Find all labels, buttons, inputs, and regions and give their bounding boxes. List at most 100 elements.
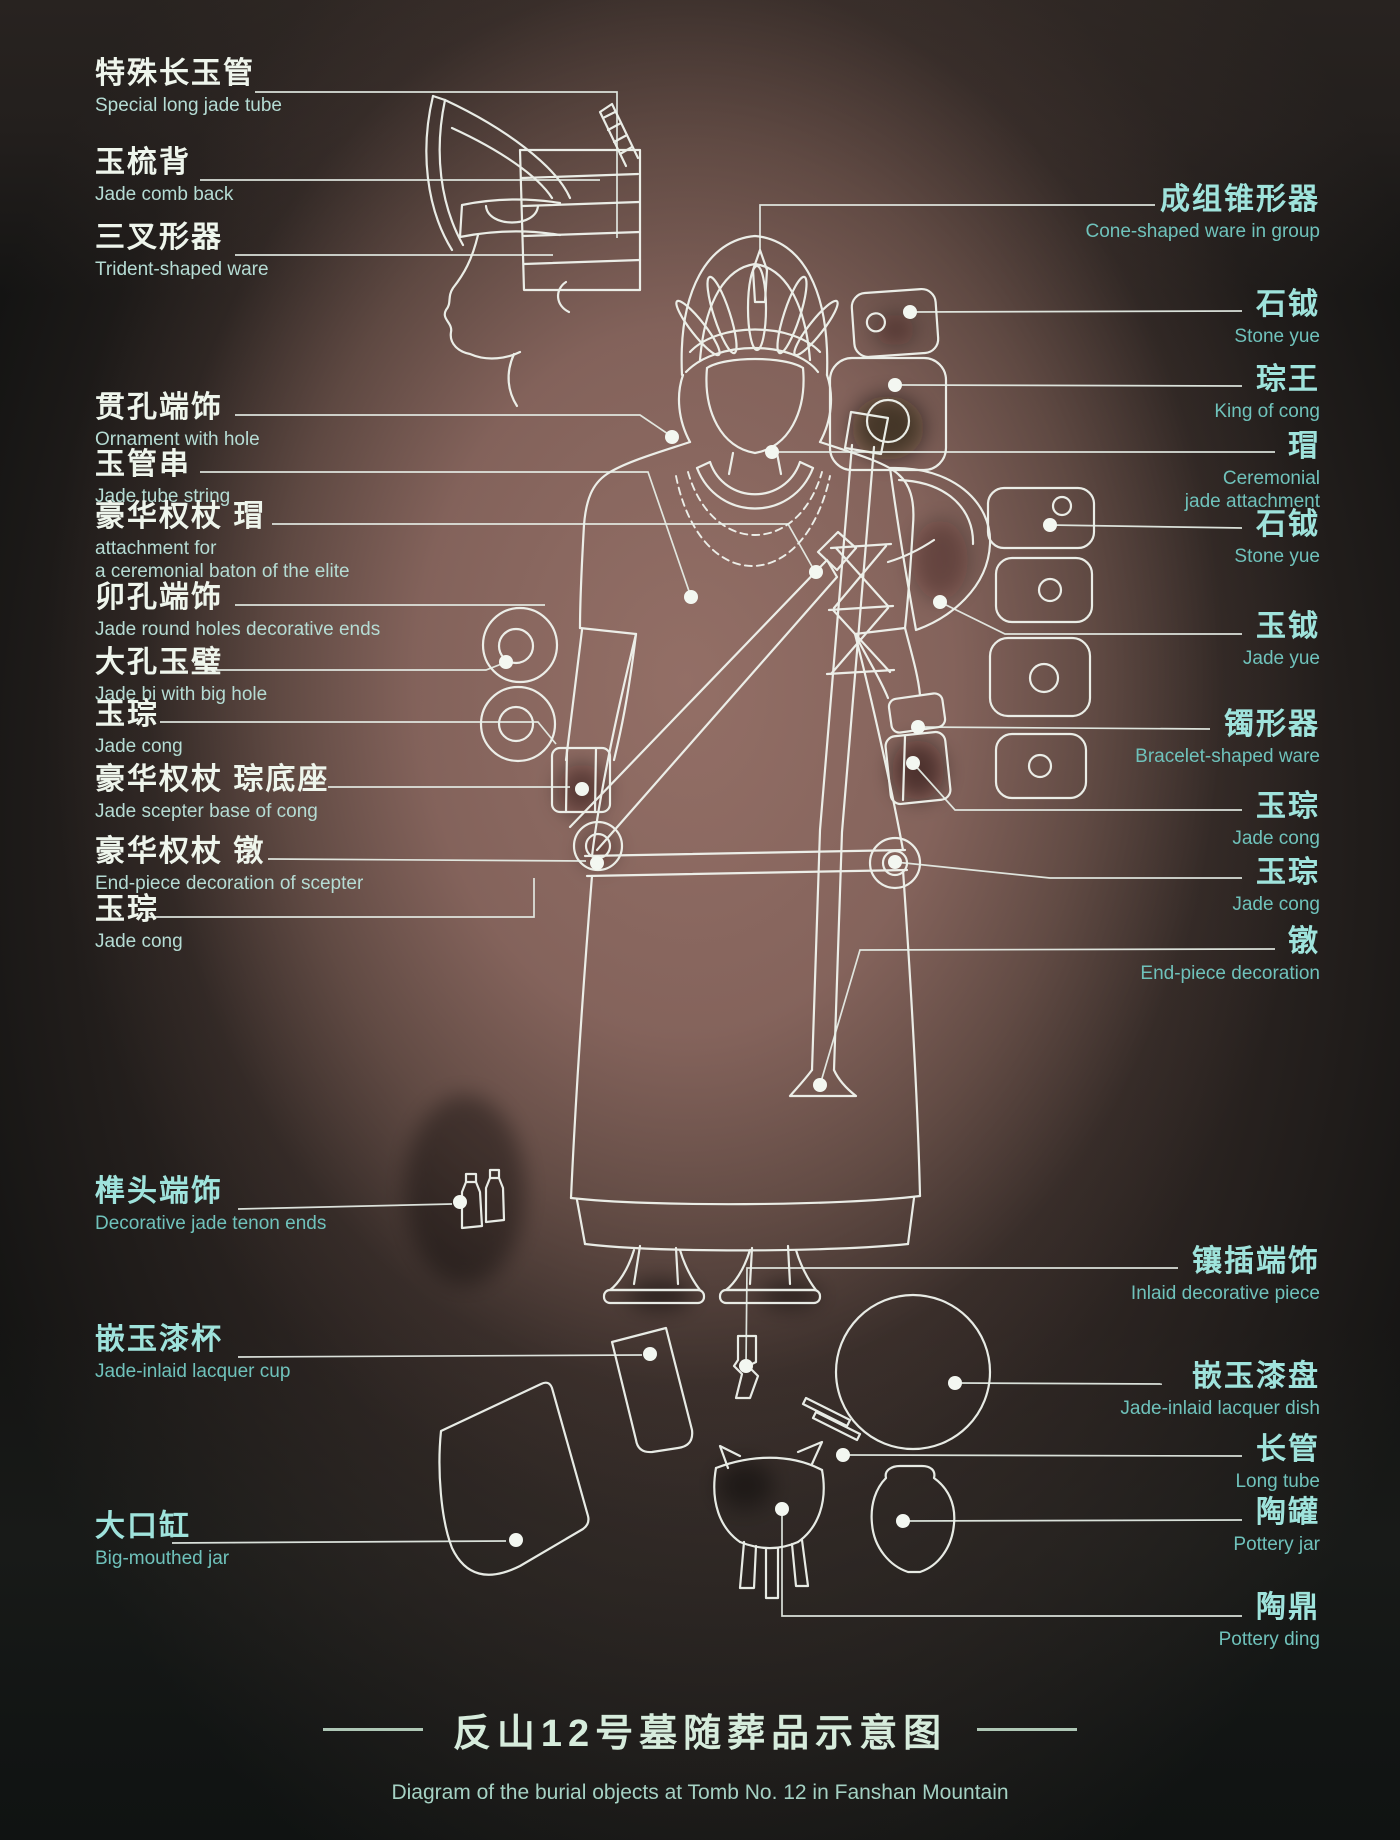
label-cn: 三叉形器 bbox=[95, 221, 223, 254]
label-en: Pottery jar bbox=[1233, 1533, 1320, 1555]
necklaces-drawing bbox=[675, 460, 831, 567]
label-en: Bracelet-shaped ware bbox=[1135, 745, 1320, 767]
label-cn: 玉琮 bbox=[1256, 790, 1320, 823]
label-en: Jade comb back bbox=[95, 183, 234, 205]
label-jade-cong-left-1: 玉琮 Jade cong bbox=[95, 698, 183, 758]
label-cn: 镶插端饰 bbox=[1192, 1245, 1320, 1278]
title-rule-right bbox=[977, 1728, 1078, 1731]
label-cn: 石钺 bbox=[1256, 508, 1320, 541]
label-jade-tube-string: 玉管串 Jade tube string bbox=[95, 448, 230, 508]
label-tenon-ends: 榫头端饰 Decorative jade tenon ends bbox=[95, 1175, 326, 1235]
label-cn: 玉琮 bbox=[1256, 856, 1320, 889]
label-en: King of cong bbox=[1214, 400, 1320, 422]
label-en: End-piece decoration of scepter bbox=[95, 872, 364, 894]
label-en: Big-mouthed jar bbox=[95, 1547, 230, 1569]
label-cn: 豪华权杖 镦 bbox=[95, 835, 266, 868]
label-cn: 玉琮 bbox=[95, 698, 159, 731]
label-cn: 嵌玉漆盘 bbox=[1192, 1360, 1320, 1393]
label-big-mouthed-jar: 大口缸 Big-mouthed jar bbox=[95, 1510, 229, 1570]
label-en: Pottery ding bbox=[1218, 1628, 1320, 1650]
figure-face-and-neck-drawing bbox=[677, 357, 833, 476]
title-en: Diagram of the burial objects at Tomb No… bbox=[391, 1781, 1009, 1804]
label-cn: 成组锥形器 bbox=[1160, 183, 1320, 216]
label-en: Ornament with hole bbox=[95, 428, 260, 450]
label-cn: 瑁 bbox=[1288, 430, 1320, 463]
label-stone-yue-2: 石钺 Stone yue bbox=[1234, 508, 1320, 568]
label-cn: 大口缸 bbox=[95, 1510, 191, 1543]
label-long-tube: 长管 Long tube bbox=[1235, 1433, 1320, 1493]
label-en: Cone-shaped ware in group bbox=[1085, 220, 1321, 242]
label-cone-shaped-ware-group: 成组锥形器 Cone-shaped ware in group bbox=[1086, 183, 1321, 243]
label-en: Decorative jade tenon ends bbox=[95, 1212, 327, 1234]
label-en: Jade cong bbox=[95, 735, 183, 757]
jade-yue-blade-icon bbox=[888, 466, 992, 632]
figure-body-drawing bbox=[564, 440, 922, 1305]
label-en: Jade cong bbox=[95, 930, 183, 952]
label-cn: 卯孔端饰 bbox=[95, 581, 223, 614]
label-stone-yue-1: 石钺 Stone yue bbox=[1234, 288, 1320, 348]
staff-with-yue-drawing bbox=[788, 410, 992, 1098]
label-en: Special long jade tube bbox=[95, 94, 282, 116]
label-cn: 陶鼎 bbox=[1256, 1591, 1320, 1624]
label-en: Stone yue bbox=[1234, 545, 1320, 567]
baton-mao-attachment-icon bbox=[816, 530, 858, 572]
inlaid-piece-drawing bbox=[732, 1334, 760, 1400]
label-pottery-jar: 陶罐 Pottery jar bbox=[1233, 1496, 1320, 1556]
figure-crown-drawing bbox=[675, 234, 839, 377]
label-en: Jade bi with big hole bbox=[95, 683, 268, 705]
label-en: Ceremonial jade attachment bbox=[1184, 467, 1320, 512]
label-en: Jade tube string bbox=[95, 485, 231, 507]
label-jade-cong-right-1: 玉琮 Jade cong bbox=[1232, 790, 1320, 850]
label-cn: 豪华权杖 瑁 bbox=[95, 500, 266, 533]
stain-blobs bbox=[405, 314, 968, 1509]
label-baton-attachment: 豪华权杖 瑁 attachment for a ceremonial baton … bbox=[95, 500, 350, 583]
label-cn: 镯形器 bbox=[1224, 708, 1320, 741]
label-cn: 长管 bbox=[1256, 1433, 1320, 1466]
label-en: Jade cong bbox=[1232, 827, 1320, 849]
label-ceremonial-jade-attachment: 瑁 Ceremonial jade attachment bbox=[1185, 430, 1320, 513]
stone-yue-near-head-drawing bbox=[850, 287, 940, 359]
label-en: Jade yue bbox=[1242, 647, 1320, 669]
label-cn: 榫头端饰 bbox=[95, 1175, 223, 1208]
label-en: Long tube bbox=[1235, 1470, 1320, 1492]
label-en: Trident-shaped ware bbox=[95, 258, 269, 280]
jade-bi-discs-drawing bbox=[479, 606, 559, 763]
title-cn: 反山12号墓随葬品示意图 bbox=[452, 1713, 948, 1755]
title-rule-left bbox=[322, 1728, 423, 1731]
label-bracelet-shaped-ware: 镯形器 Bracelet-shaped ware bbox=[1135, 708, 1320, 768]
label-cn: 玉管串 bbox=[95, 448, 191, 481]
label-cn: 大孔玉璧 bbox=[95, 646, 223, 679]
pottery-ding-drawing bbox=[713, 1440, 825, 1600]
label-pottery-ding: 陶鼎 Pottery ding bbox=[1219, 1591, 1320, 1651]
label-cn: 石钺 bbox=[1256, 288, 1320, 321]
label-en: attachment for a ceremonial baton of the… bbox=[95, 537, 350, 582]
label-trident-shaped-ware: 三叉形器 Trident-shaped ware bbox=[95, 221, 269, 281]
leader-dots bbox=[453, 305, 1057, 1547]
label-en: Stone yue bbox=[1234, 325, 1320, 347]
label-cn: 陶罐 bbox=[1256, 1496, 1320, 1529]
label-en: Jade-inlaid lacquer dish bbox=[1120, 1397, 1320, 1419]
profile-head-with-trident-drawing bbox=[425, 94, 642, 408]
lacquer-cup-drawing bbox=[610, 1326, 694, 1454]
leader-lines bbox=[148, 91, 1276, 1617]
label-cn: 镦 bbox=[1288, 925, 1320, 958]
label-scepter-end-piece: 豪华权杖 镦 End-piece decoration of scepter bbox=[95, 835, 363, 895]
king-of-cong-drawing bbox=[828, 356, 948, 472]
right-yue-column-drawing bbox=[986, 486, 1096, 800]
diagram-title: 反山12号墓随葬品示意图 Diagram of the burial objec… bbox=[0, 1702, 1400, 1805]
pottery-jar-drawing bbox=[870, 1464, 956, 1574]
label-en: Jade-inlaid lacquer cup bbox=[95, 1360, 291, 1382]
big-mouthed-jar-drawing bbox=[438, 1381, 590, 1576]
long-tube-drawing bbox=[801, 1396, 862, 1442]
